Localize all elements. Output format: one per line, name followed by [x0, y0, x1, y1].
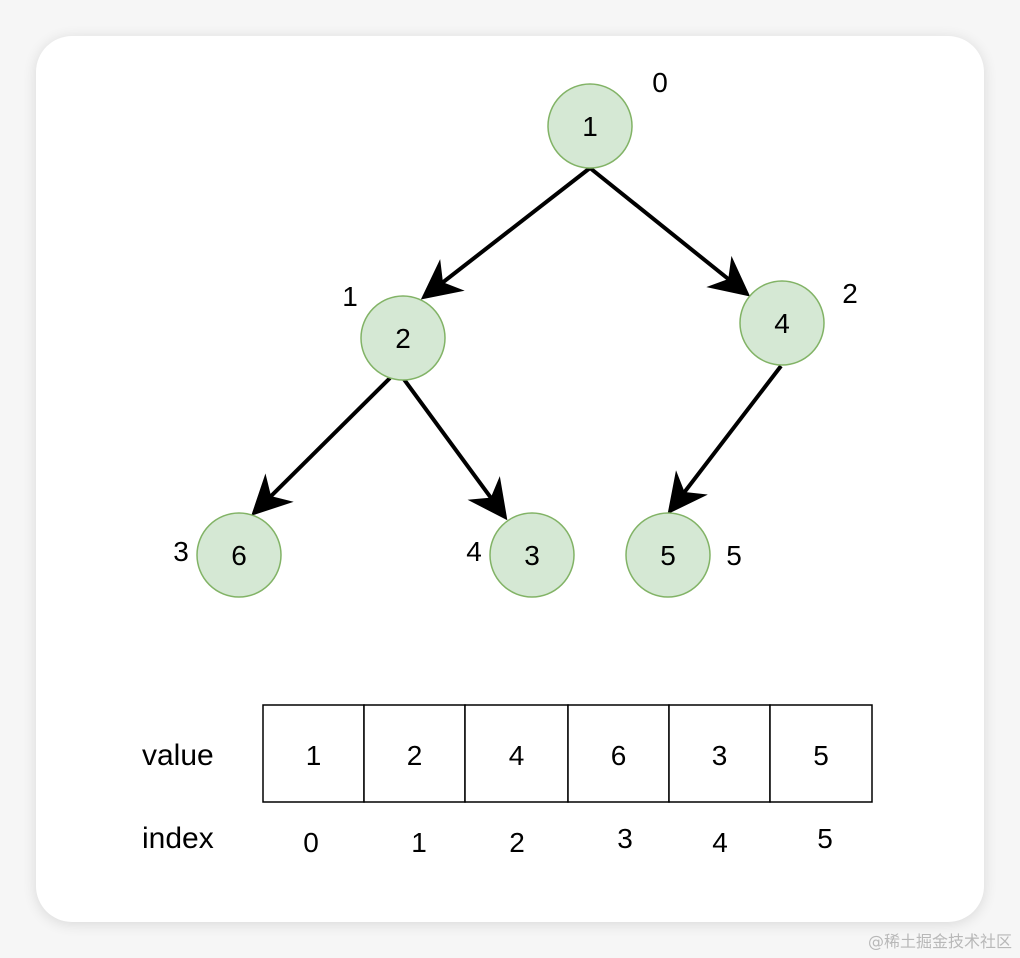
tree-node-4: 3 4: [466, 512, 575, 598]
array-cell-1: 2: [363, 704, 466, 803]
cell-value: 5: [813, 740, 829, 771]
tree-node-5: 5 5: [625, 512, 742, 598]
node-index: 4: [466, 536, 482, 567]
edge-0-1: [420, 166, 592, 300]
cell-box: [567, 704, 670, 803]
array-index-4: 4: [712, 827, 728, 858]
cell-box: [668, 704, 771, 803]
array-cell-0: 1: [262, 704, 365, 803]
node-index: 5: [726, 540, 742, 571]
edge-2-5: [667, 364, 783, 515]
cell-value: 1: [306, 740, 322, 771]
node-index: 1: [342, 281, 358, 312]
node-value: 6: [231, 540, 247, 571]
node-circle: [739, 280, 825, 366]
node-index: 2: [842, 278, 858, 309]
array-index-1: 1: [411, 827, 427, 858]
node-value: 3: [524, 540, 540, 571]
cell-value: 2: [407, 740, 423, 771]
watermark-text: @稀土掘金技术社区: [867, 932, 1012, 951]
cell-box: [769, 704, 873, 803]
cell-box: [464, 704, 569, 803]
array-cell-5: 5: [769, 704, 873, 803]
edge-0-2: [588, 166, 751, 297]
tree-node-1: 2 1: [342, 281, 446, 381]
node-value: 2: [395, 323, 411, 354]
node-circle: [196, 512, 282, 598]
node-circle: [360, 295, 446, 381]
node-index: 3: [173, 536, 189, 567]
edge-1-4: [401, 376, 508, 521]
cell-value: 4: [509, 740, 525, 771]
node-value: 1: [582, 111, 598, 142]
value-row-label: value: [142, 739, 214, 772]
tree-node-3: 6 3: [173, 512, 282, 598]
node-circle: [625, 512, 711, 598]
cell-value: 6: [611, 740, 627, 771]
array-index-2: 2: [509, 827, 525, 858]
array-cell-2: 4: [464, 704, 569, 803]
array-cell-4: 3: [668, 704, 771, 803]
node-value: 4: [774, 308, 790, 339]
edge-1-3: [251, 376, 392, 516]
array-index-5: 5: [817, 823, 833, 854]
tree-node-0: 1 0: [547, 67, 668, 169]
node-value: 5: [660, 540, 676, 571]
node-circle: [547, 83, 633, 169]
array-cell-3: 6: [567, 704, 670, 803]
array-indices: 0 1 2 3 4 5: [303, 823, 833, 858]
array-index-3: 3: [617, 823, 633, 854]
index-row-label: index: [142, 822, 214, 855]
array-index-0: 0: [303, 827, 319, 858]
cell-value: 3: [712, 740, 728, 771]
tree-edges: [251, 166, 783, 521]
array-cells: 1 2 4 6 3 5: [262, 704, 873, 803]
node-circle: [489, 512, 575, 598]
node-index: 0: [652, 67, 668, 98]
tree-node-2: 4 2: [739, 278, 858, 366]
